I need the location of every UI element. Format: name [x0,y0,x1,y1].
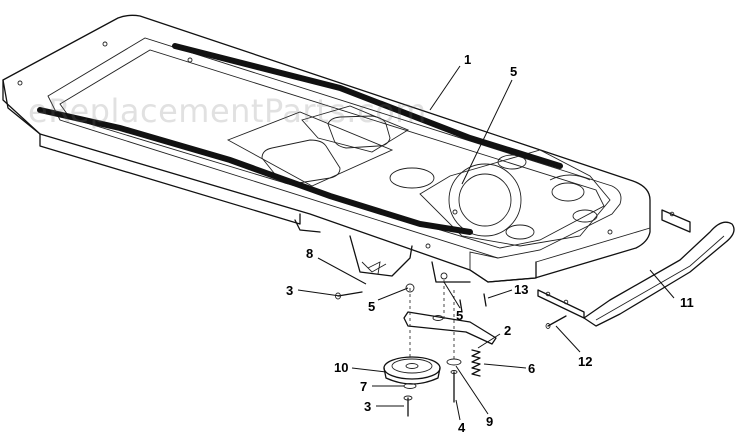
tow-handle [537,209,735,327]
callout-8: 8 [306,246,313,261]
callout-11: 11 [680,295,694,310]
callout-4: 4 [458,420,466,434]
deck-cutouts [226,105,611,247]
drive-belt [37,43,563,235]
idler-spring [471,349,481,377]
shoulder-bolt [335,291,363,300]
callout-12: 12 [578,354,592,369]
hanger-bracket [294,219,471,283]
callout-2: 2 [504,323,511,338]
callout-7: 7 [360,379,367,394]
idler-arm [403,272,497,360]
callout-9: 9 [486,414,493,429]
clevis-pin [545,315,567,329]
callout-5-top: 5 [510,64,517,79]
screws [459,293,487,313]
deck-frame [2,14,651,283]
idler-pulley [383,356,441,417]
leader-lines [297,65,675,421]
callout-13: 13 [514,282,528,297]
callout-6: 6 [528,361,535,376]
callout-3-top: 3 [286,283,293,298]
callout-10: 10 [334,360,348,375]
callout-labels: 1 5 8 3 5 5 13 11 2 12 10 6 7 3 9 4 [286,52,694,434]
callout-5-mid: 5 [456,308,463,323]
callout-1: 1 [464,52,471,67]
callout-3-bottom: 3 [364,399,371,414]
callout-5-left: 5 [368,299,375,314]
washer-bolt [446,358,462,403]
